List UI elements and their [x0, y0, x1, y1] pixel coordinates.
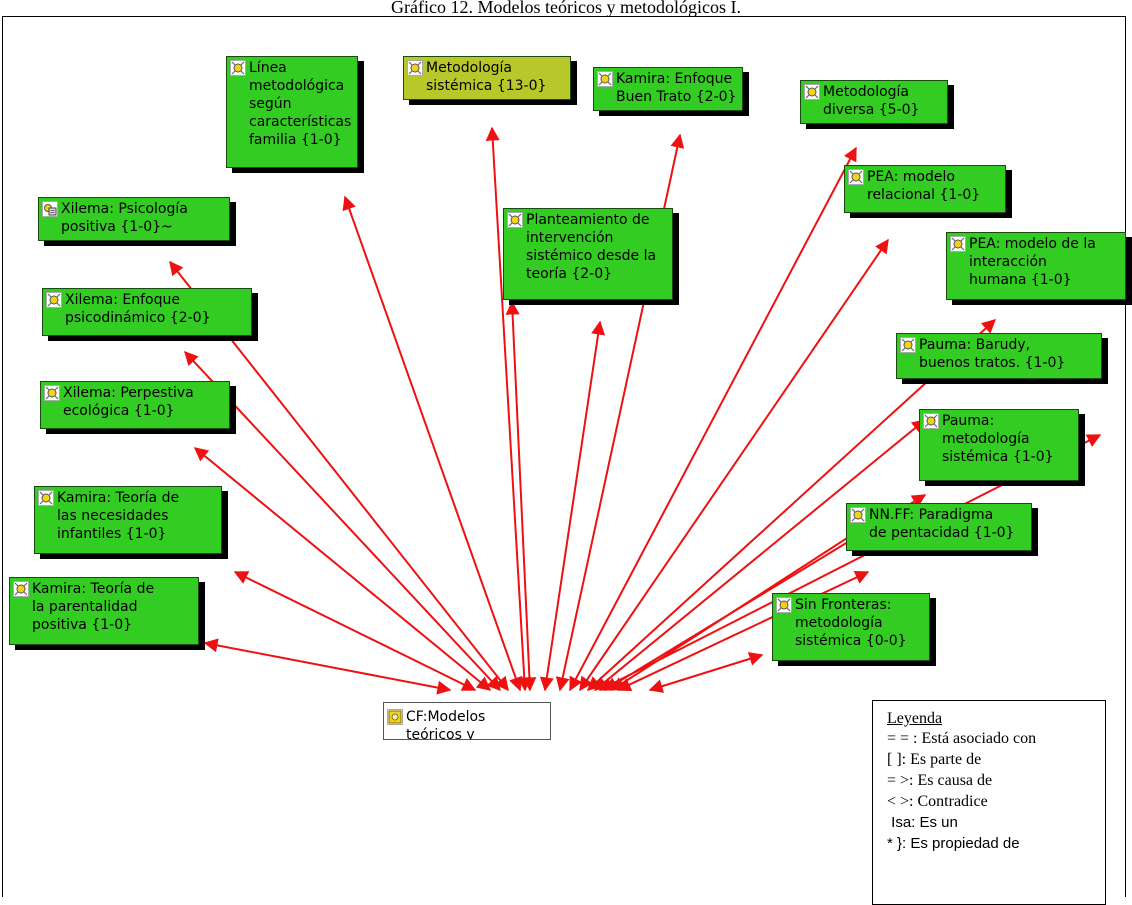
- figure-caption: Gráfico 12. Modelos teóricos y metodológ…: [391, 0, 741, 16]
- code-node-kamira-parentalidad-positiva[interactable]: Kamira: Teoría de la parentalidad positi…: [9, 577, 199, 645]
- network-view-frame: [2, 16, 1126, 897]
- code-icon: [850, 507, 866, 523]
- code-icon: [900, 337, 916, 353]
- legend-box: Leyenda = = : Está asociado con [ ]: Es …: [872, 700, 1106, 905]
- code-icon: [46, 292, 62, 308]
- code-icon: [44, 385, 60, 401]
- code-icon: [407, 60, 423, 76]
- node-label: CF:Modelos teóricos y: [406, 709, 486, 740]
- relation-edge[interactable]: [203, 638, 452, 695]
- node-label: Kamira: Enfoque Buen Trato {2-0}: [616, 71, 737, 105]
- legend-title: Leyenda: [887, 710, 943, 727]
- code-icon: [848, 169, 864, 185]
- code-node-kamira-buen-trato[interactable]: Kamira: Enfoque Buen Trato {2-0}: [593, 67, 743, 111]
- node-label: Planteamiento de intervención sistémico …: [526, 212, 657, 282]
- legend-item: Isa: Es un: [887, 814, 958, 831]
- relation-edge[interactable]: [184, 350, 501, 692]
- node-label: PEA: modelo de la interacción humana {1-…: [969, 236, 1096, 288]
- code-icon: [597, 71, 613, 87]
- node-label: Pauma: metodología sistémica {1-0}: [942, 413, 1054, 465]
- code-node-sin-fronteras[interactable]: Sin Fronteras: metodología sistémica {0-…: [772, 593, 930, 661]
- code-icon: [776, 597, 792, 613]
- memo-code-icon: [42, 201, 58, 217]
- code-family-icon: [387, 709, 403, 725]
- node-label: Pauma: Barudy, buenos tratos. {1-0}: [919, 337, 1066, 371]
- code-icon: [804, 84, 820, 100]
- code-node-pea-interaccion-humana[interactable]: PEA: modelo de la interacción humana {1-…: [946, 232, 1126, 300]
- node-label: PEA: modelo relacional {1-0}: [867, 169, 981, 203]
- node-label: Metodología diversa {5-0}: [823, 84, 920, 118]
- relation-edge[interactable]: [193, 447, 492, 691]
- node-label: Línea metodológica según características…: [249, 60, 352, 148]
- code-node-metodologia-sistemica[interactable]: Metodología sistémica {13-0}: [403, 56, 571, 100]
- code-node-pea-modelo-relacional[interactable]: PEA: modelo relacional {1-0}: [844, 165, 1006, 213]
- legend-item: = >: Es causa de: [887, 772, 993, 789]
- code-node-xilema-perspectiva-ecologica[interactable]: Xilema: Perpestiva ecológica {1-0}: [40, 381, 230, 429]
- relation-edge[interactable]: [505, 300, 537, 692]
- node-label: Xilema: Psicología positiva {1-0}~: [61, 201, 188, 235]
- legend-item: [ ]: Es parte de: [887, 751, 982, 768]
- code-icon: [507, 212, 523, 228]
- code-icon: [13, 581, 29, 597]
- code-icon: [950, 236, 966, 252]
- node-label: Xilema: Perpestiva ecológica {1-0}: [63, 385, 194, 419]
- code-node-kamira-necesidades-infantiles[interactable]: Kamira: Teoría de las necesidades infant…: [34, 486, 222, 554]
- code-icon: [230, 60, 246, 76]
- code-node-pauma-metodologia-sistemica[interactable]: Pauma: metodología sistémica {1-0}: [919, 409, 1079, 481]
- code-node-planteamiento-intervencion[interactable]: Planteamiento de intervención sistémico …: [503, 208, 673, 300]
- relation-edge[interactable]: [648, 652, 764, 693]
- node-label: Kamira: Teoría de la parentalidad positi…: [32, 581, 155, 633]
- code-family-node-root[interactable]: CF:Modelos teóricos y: [383, 702, 551, 740]
- node-label: Xilema: Enfoque psicodinámico {2-0}: [65, 292, 211, 326]
- code-node-linea-metodologica[interactable]: Línea metodológica según características…: [226, 56, 358, 168]
- legend-item: = = : Está asociado con: [887, 730, 1037, 747]
- node-label: Kamira: Teoría de las necesidades infant…: [57, 490, 180, 542]
- code-node-pauma-barudy[interactable]: Pauma: Barudy, buenos tratos. {1-0}: [896, 333, 1102, 379]
- relation-edge[interactable]: [342, 195, 523, 692]
- code-node-nnff-paradigma-pentacidad[interactable]: NN.FF: Paradigma de pentacidad {1-0}: [846, 503, 1032, 551]
- node-label: Sin Fronteras: metodología sistémica {0-…: [795, 597, 907, 649]
- node-label: NN.FF: Paradigma de pentacidad {1-0}: [869, 507, 1015, 541]
- legend-item: * }: Es propiedad de: [887, 835, 1020, 852]
- code-node-xilema-psicologia-positiva[interactable]: Xilema: Psicología positiva {1-0}~: [38, 197, 230, 241]
- node-label: Metodología sistémica {13-0}: [426, 60, 547, 94]
- code-node-xilema-enfoque-psicodinamico[interactable]: Xilema: Enfoque psicodinámico {2-0}: [42, 288, 252, 336]
- code-icon: [923, 413, 939, 429]
- legend-item: < >: Contradice: [887, 793, 988, 810]
- code-icon: [38, 490, 54, 506]
- code-node-metodologia-diversa[interactable]: Metodología diversa {5-0}: [800, 80, 948, 124]
